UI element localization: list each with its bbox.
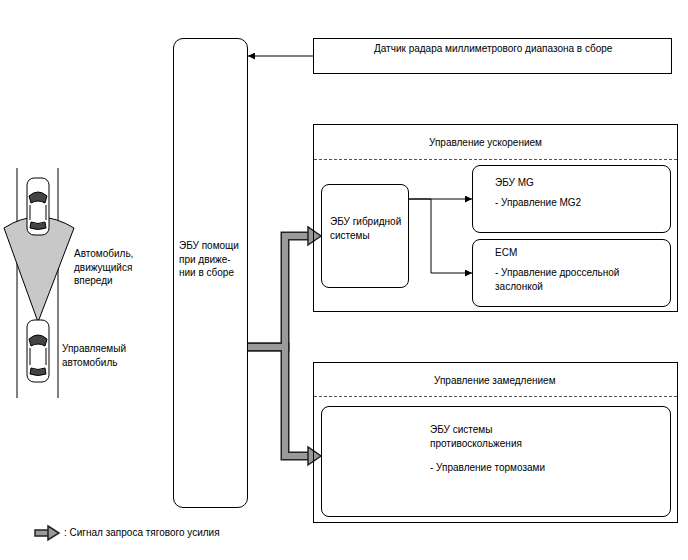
- divider: [314, 396, 677, 397]
- signal-arrow: [409, 199, 472, 273]
- lane-line: [58, 168, 59, 398]
- signal-arrow: [248, 56, 313, 57]
- request-arrow-outline: [248, 347, 310, 456]
- own-car: [27, 320, 49, 382]
- ecu-box: ЭБУ помощи при движе- нии в сборе: [173, 38, 248, 508]
- request-arrow: [248, 347, 321, 465]
- ecu-box: ЭБУ MG - Управление MG2: [472, 165, 671, 233]
- box-title: ECM: [495, 246, 665, 260]
- box-detail: - Управление дроссельной заслонкой: [495, 266, 645, 293]
- group-box: Управление замедлениемЭБУ системы против…: [313, 362, 678, 523]
- box-title: ЭБУ гибридной системы: [330, 215, 406, 242]
- box-detail: - Управление MG2: [495, 196, 665, 210]
- box-title: Управление ускорением: [429, 136, 669, 150]
- ecu-box: Датчик радара миллиметрового диапазона в…: [313, 38, 672, 74]
- box-title: ЭБУ помощи при движе- нии в сборе: [179, 239, 239, 280]
- box-title: ЭБУ MG: [495, 176, 665, 190]
- ecu-box: ECM - Управление дроссельной заслонкой: [472, 239, 671, 307]
- box-title: Датчик радара миллиметрового диапазона в…: [374, 42, 664, 56]
- car-ahead: [27, 178, 49, 235]
- request-arrow: [248, 227, 321, 347]
- request-arrow-outline: [248, 236, 310, 347]
- group-box: Управление ускорениемЭБУ гибридной систе…: [313, 124, 678, 312]
- lane-line: [17, 168, 18, 398]
- box-detail: - Управление тормозами: [430, 461, 630, 475]
- box-title: Управление замедлением: [434, 374, 674, 388]
- ecu-box: ЭБУ системы противоскольжения - Управлени…: [321, 406, 671, 517]
- box-title: ЭБУ системы противоскольжения: [430, 423, 540, 450]
- legend-sample: [35, 526, 59, 540]
- ecu-box: ЭБУ гибридной системы: [321, 184, 409, 288]
- vehicle-label: Автомобиль, движущийся впереди: [74, 247, 152, 288]
- vehicle-label: Управляемый автомобиль: [62, 342, 142, 369]
- divider: [314, 159, 677, 160]
- legend-text: : Сигнал запроса тягового усилия: [64, 526, 220, 540]
